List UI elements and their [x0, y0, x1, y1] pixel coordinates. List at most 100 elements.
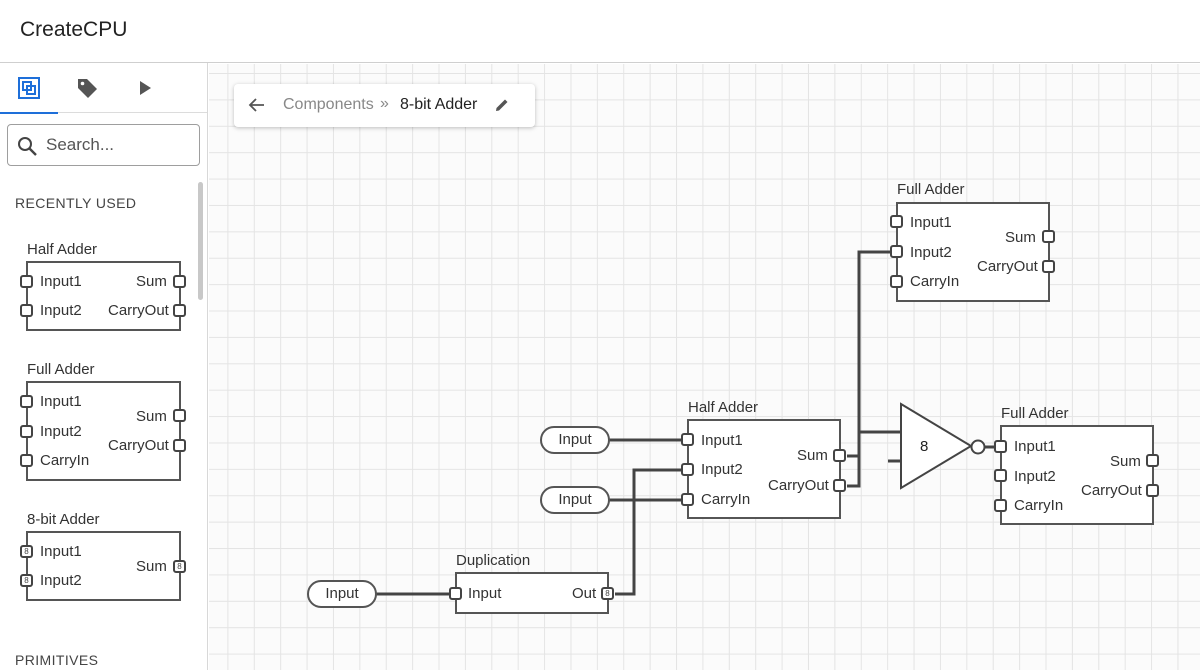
component-body: [896, 202, 1050, 302]
port-label: CarryIn: [701, 491, 751, 508]
input-node[interactable]: Input: [307, 580, 377, 608]
tab-run[interactable]: [116, 63, 174, 113]
component-name: Duplication: [456, 552, 531, 569]
tag-icon: [78, 79, 97, 98]
primitives-heading: PRIMITIVES: [15, 652, 99, 668]
output-port[interactable]: [1146, 454, 1159, 467]
output-port[interactable]: 8: [173, 560, 186, 573]
input-port[interactable]: [994, 469, 1007, 482]
port-label: CarryIn: [1014, 497, 1064, 514]
port-label: CarryOut: [1081, 482, 1142, 499]
input-port[interactable]: [20, 304, 33, 317]
input-port[interactable]: [449, 587, 462, 600]
input-port[interactable]: [681, 433, 694, 446]
port-label: CarryOut: [108, 437, 169, 454]
port-label: CarryOut: [108, 302, 169, 319]
component-body: [455, 572, 609, 614]
input-port[interactable]: [681, 493, 694, 506]
port-label: Input1: [1014, 438, 1056, 455]
component-body: [26, 261, 181, 331]
port-label: Input2: [701, 461, 743, 478]
breadcrumb-parent[interactable]: Components: [283, 96, 374, 113]
component-name: Full Adder: [1001, 405, 1069, 422]
breadcrumb-separator: »: [380, 95, 389, 112]
input-port[interactable]: [20, 454, 33, 467]
port-label: Input1: [701, 432, 743, 449]
output-port[interactable]: [833, 479, 846, 492]
port-label: CarryOut: [768, 477, 829, 494]
input-port[interactable]: [20, 395, 33, 408]
input-port[interactable]: [681, 463, 694, 476]
tab-labels[interactable]: [58, 63, 116, 113]
port-label: Sum: [136, 273, 167, 290]
port-label: Input2: [910, 244, 952, 261]
buffer-gate[interactable]: [895, 400, 995, 492]
sidebar-tabs: [0, 63, 207, 114]
back-arrow-icon[interactable]: [248, 96, 266, 114]
component-name: Half Adder: [27, 241, 98, 258]
input-port[interactable]: [890, 275, 903, 288]
component-name: Full Adder: [27, 361, 95, 378]
recently-used-heading: RECENTLY USED: [15, 195, 137, 211]
component-name: Full Adder: [897, 181, 965, 198]
output-port[interactable]: [173, 304, 186, 317]
output-port[interactable]: [173, 409, 186, 422]
search-box[interactable]: [7, 124, 200, 166]
input-port[interactable]: [890, 215, 903, 228]
component-name: Half Adder: [688, 399, 759, 416]
sidebar: RECENTLY USED Half Adder Input1 Input2 S…: [0, 63, 208, 670]
output-port[interactable]: [833, 449, 846, 462]
component-name: 8-bit Adder: [27, 511, 100, 528]
sidebar-scrollbar[interactable]: [198, 182, 203, 300]
inverter-bubble: [970, 439, 986, 455]
port-label: Input: [468, 585, 502, 602]
port-label: Sum: [136, 558, 167, 575]
port-label: Input1: [40, 273, 82, 290]
output-port[interactable]: [1042, 230, 1055, 243]
output-port[interactable]: [1042, 260, 1055, 273]
port-label: CarryIn: [40, 452, 90, 469]
output-port[interactable]: [173, 439, 186, 452]
port-label: Sum: [797, 447, 828, 464]
breadcrumb: Components » 8-bit Adder: [234, 84, 535, 127]
input-port[interactable]: [994, 499, 1007, 512]
output-port[interactable]: [1146, 484, 1159, 497]
input-port[interactable]: 8: [20, 574, 33, 587]
port-label: Input1: [40, 393, 82, 410]
port-label: Input1: [910, 214, 952, 231]
breadcrumb-current: 8-bit Adder: [400, 96, 478, 113]
port-label: Input1: [40, 543, 82, 560]
input-node[interactable]: Input: [540, 426, 610, 454]
port-label: Input2: [40, 423, 82, 440]
app-bar: CreateCPU: [0, 0, 1200, 63]
input-port[interactable]: [994, 440, 1007, 453]
output-port[interactable]: 8: [601, 587, 614, 600]
app-title: CreateCPU: [20, 18, 128, 41]
input-port[interactable]: [20, 275, 33, 288]
port-label: Out: [572, 585, 597, 602]
search-input[interactable]: [46, 133, 191, 157]
output-port[interactable]: [173, 275, 186, 288]
component-body: [26, 381, 181, 481]
port-label: Input2: [1014, 468, 1056, 485]
tab-components[interactable]: [0, 63, 58, 114]
buffer-label: 8: [920, 438, 929, 455]
component-body: [687, 419, 841, 519]
input-node[interactable]: Input: [540, 486, 610, 514]
input-port[interactable]: [20, 425, 33, 438]
play-icon: [140, 81, 151, 95]
edit-pencil-icon[interactable]: [494, 97, 510, 113]
search-icon: [18, 137, 37, 156]
port-label: CarryIn: [910, 273, 960, 290]
port-label: CarryOut: [977, 258, 1038, 275]
port-label: Input2: [40, 302, 82, 319]
input-port[interactable]: 8: [20, 545, 33, 558]
port-label: Sum: [1005, 229, 1036, 246]
components-icon: [18, 77, 40, 99]
input-port[interactable]: [890, 245, 903, 258]
port-label: Sum: [136, 408, 167, 425]
component-body: [1000, 425, 1154, 525]
port-label: Sum: [1110, 453, 1141, 470]
port-label: Input2: [40, 572, 82, 589]
circuit-canvas[interactable]: [209, 64, 1200, 670]
